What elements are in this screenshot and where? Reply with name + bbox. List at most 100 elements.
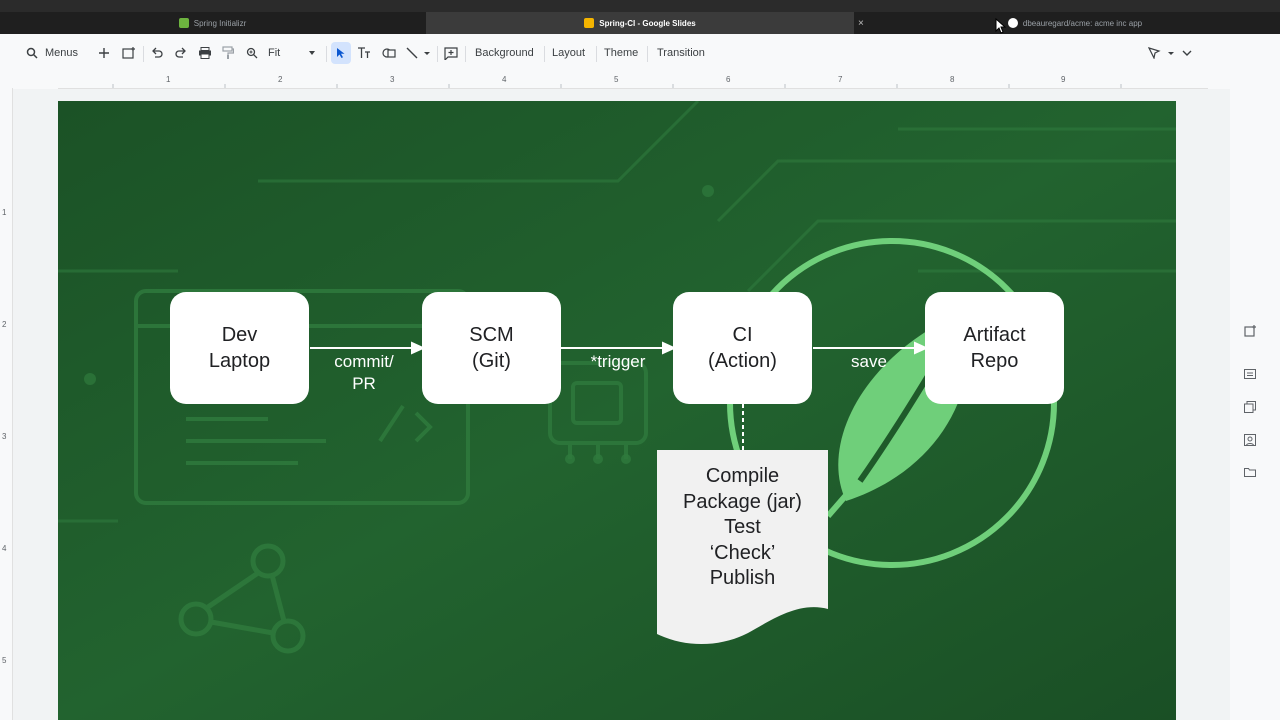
chevron-down-icon [1182,50,1192,56]
ruler-number: 5 [2,656,7,665]
stage-line1: CI [732,324,753,346]
ci-step: ‘Check’ [709,541,776,564]
plus-icon [99,48,109,58]
cursor-select-icon [337,48,345,58]
undo-button[interactable] [151,43,163,63]
tab-label: dbeauregard/acme: acme inc app [1022,18,1143,28]
mouse-cursor-icon [995,18,1007,34]
zoom-button[interactable] [246,43,258,63]
tab-github-acme[interactable]: dbeauregard/acme: acme inc app [870,12,1280,34]
ruler-ticks [112,84,1122,88]
ci-step: Publish [709,567,776,589]
stage-scm[interactable]: SCM (Git) [422,292,561,404]
tab-spring-ci-slides[interactable]: Spring-CI - Google Slides [426,12,854,34]
comment-button[interactable] [444,43,458,63]
menus-label: Menus [45,47,79,59]
zoom-select[interactable]: Fit [268,43,320,63]
select-tool-button[interactable] [331,42,351,64]
ci-steps-document[interactable]: Compile Package (jar) Test ‘Check’ Publi… [657,450,828,650]
ruler-number: 1 [2,208,7,217]
text-box-icon [358,47,370,58]
side-insert-button[interactable] [1236,320,1264,342]
transition-button[interactable]: Transition [657,47,705,59]
ruler-number: 9 [1061,75,1066,84]
arrow-label-save[interactable]: save [826,351,912,373]
line-button[interactable] [406,43,430,63]
tab-label: Spring-CI - Google Slides [599,18,696,28]
theme-button[interactable]: Theme [604,47,639,59]
pointer-icon [1148,47,1174,59]
arrow-label-trigger[interactable]: *trigger [573,351,663,373]
stage-artifact-repo[interactable]: Artifact Repo [925,292,1064,404]
folder-icon [1244,468,1256,477]
shape-button[interactable] [382,43,396,63]
ruler-number: 4 [2,544,7,553]
background-button[interactable]: Background [475,47,534,59]
ruler-number: 7 [838,75,843,84]
insert-image-icon [1244,325,1256,337]
browser-tab-bar: Spring Initializr Spring-CI - Google Sli… [0,12,1280,34]
stage-line1: SCM [469,324,514,346]
side-folder-button[interactable] [1236,461,1264,483]
notes-icon [1244,369,1256,379]
ci-step: Test [724,516,761,538]
side-person-button[interactable] [1236,429,1264,451]
side-notes-button[interactable] [1236,363,1264,385]
stage-line1: Dev [221,324,258,346]
slide-canvas[interactable]: Dev Laptop SCM (Git) CI (Action) Artifac… [58,101,1176,720]
print-button[interactable] [198,43,212,63]
stage-line2: Laptop [208,350,271,372]
tab-spring-initializr[interactable]: Spring Initializr [0,12,425,34]
arrow-line1: save [851,352,887,371]
zoom-icon [246,47,258,59]
paint-format-button[interactable] [222,43,234,63]
redo-button[interactable] [175,43,187,63]
toolbar-divider [143,46,144,62]
ruler-number: 6 [726,75,731,84]
search-icon [26,47,38,59]
toolbar-divider [437,46,438,62]
ruler-number: 1 [166,75,171,84]
stage-line2: (Git) [472,350,511,372]
print-icon [199,47,211,59]
ruler-number: 3 [2,432,7,441]
ruler-number: 2 [278,75,283,84]
spring-favicon-icon [178,18,189,28]
ruler-number: 8 [950,75,955,84]
stage-dev-laptop[interactable]: Dev Laptop [170,292,309,404]
redo-icon [175,47,186,58]
stage-ci[interactable]: CI (Action) [673,292,812,404]
ruler-number: 3 [390,75,395,84]
ci-step: Compile [705,465,780,487]
undo-icon [152,47,163,58]
tab-label: Spring Initializr [193,18,247,28]
slides-favicon-icon [584,18,595,28]
toolbar-divider [596,46,597,62]
paint-format-icon [222,46,234,59]
menus-search[interactable]: Menus [26,43,78,63]
caret-down-icon [309,51,315,55]
shape-icon [382,48,396,58]
arrow-label-commit[interactable]: commit/ PR [320,351,408,395]
close-tab-icon[interactable]: × [858,17,864,29]
line-icon [406,47,430,59]
side-copy-button[interactable] [1236,396,1264,418]
stage-line1: Artifact [963,324,1026,346]
slides-toolbar: Menus Fit Background Layout [0,34,1280,72]
slide-background-art [58,101,1176,720]
arrow-line1: commit/ [334,352,394,371]
new-slide-button[interactable] [98,43,110,63]
layout-button[interactable]: Layout [552,47,586,59]
horizontal-ruler[interactable]: 1 2 3 4 5 6 7 8 9 [58,74,1208,89]
pointer-mode-button[interactable] [1148,43,1174,63]
stage-line2: Repo [970,350,1019,372]
collapse-toolbar-button[interactable] [1182,43,1192,63]
add-slide-icon [122,47,135,59]
stage-line2: (Action) [708,350,777,372]
ruler-number: 5 [614,75,619,84]
vertical-ruler[interactable]: 1 2 3 4 5 [0,88,13,720]
arrow-line1: *trigger [590,352,646,371]
ci-step: Package (jar) [683,490,802,513]
text-box-button[interactable] [357,43,371,63]
new-slide-layout-button[interactable] [122,43,136,63]
